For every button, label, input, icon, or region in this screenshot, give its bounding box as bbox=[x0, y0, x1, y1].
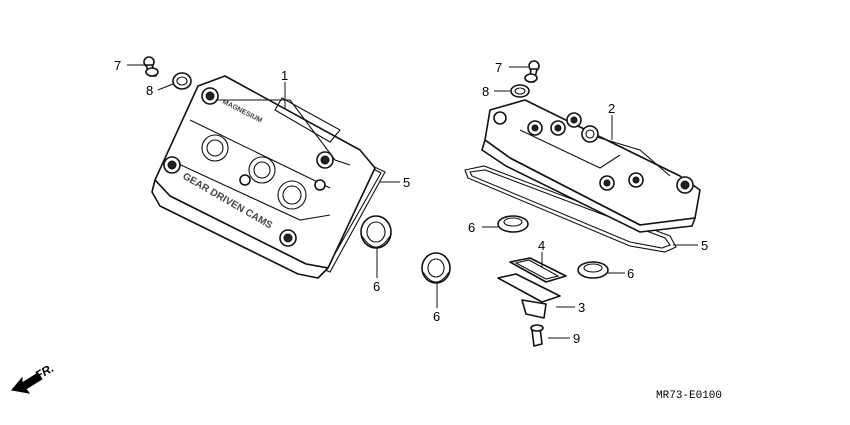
callout-6-right-upper: 6 bbox=[468, 220, 475, 235]
cylinder-head-cover-left: MAGNESIUM GEAR DRIVEN CAMS bbox=[151, 75, 386, 279]
callout-7-left: 7 bbox=[114, 58, 121, 73]
callout-6-right-lower: 6 bbox=[627, 266, 634, 281]
seal-left bbox=[360, 215, 392, 249]
callout-4: 4 bbox=[538, 238, 545, 253]
breather-plate bbox=[497, 273, 561, 319]
seal-right-upper bbox=[497, 215, 529, 233]
seal-center bbox=[421, 252, 451, 284]
washer-left bbox=[172, 72, 192, 90]
callout-8-right: 8 bbox=[482, 84, 489, 99]
drawing-code: MR73-E0100 bbox=[656, 390, 722, 402]
bolt-9 bbox=[530, 324, 544, 347]
callout-2: 2 bbox=[608, 101, 615, 116]
front-direction-arrow: FR. bbox=[11, 361, 56, 394]
callout-3: 3 bbox=[578, 300, 585, 315]
bolt-right bbox=[524, 60, 540, 83]
callout-8-left: 8 bbox=[146, 83, 153, 98]
breather-gasket bbox=[509, 257, 567, 283]
callout-5-right: 5 bbox=[701, 238, 708, 253]
callout-6-left: 6 bbox=[373, 279, 380, 294]
callout-5-left: 5 bbox=[403, 175, 410, 190]
bolt-left bbox=[143, 56, 159, 77]
callout-1: 1 bbox=[281, 68, 288, 83]
callout-9: 9 bbox=[573, 331, 580, 346]
cylinder-head-cover-right bbox=[464, 99, 701, 253]
callout-6-center: 6 bbox=[433, 309, 440, 324]
seal-right-lower bbox=[577, 261, 609, 279]
leader-lines bbox=[127, 64, 698, 339]
callout-7-right: 7 bbox=[495, 60, 502, 75]
washer-right bbox=[510, 84, 530, 98]
